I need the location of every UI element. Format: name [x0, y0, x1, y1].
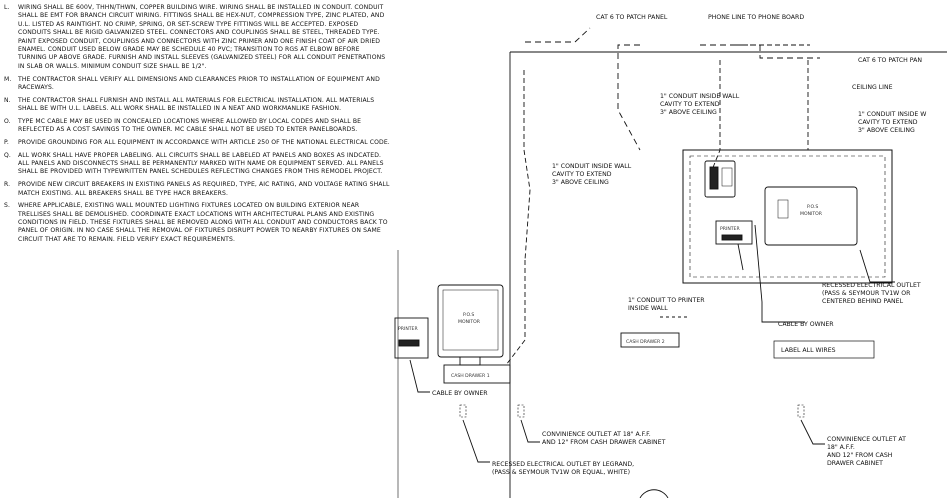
phone-icon	[704, 160, 736, 198]
pos-monitor-left-label-1: P.O.S	[463, 312, 474, 318]
note-letter: M.	[4, 75, 12, 83]
pos-monitor-right	[764, 186, 858, 246]
printer-right	[715, 220, 753, 245]
conv-mid-label-2: AND 12" FROM CASH DRAWER CABINET	[542, 439, 666, 446]
display-panel-inner	[689, 155, 886, 278]
outlet-left	[459, 404, 467, 418]
note-item: P. PROVIDE GROUNDING FOR ALL EQUIPMENT IN…	[2, 139, 390, 147]
recessed-bottom-label-2: (PASS & SEYMOUR TV1W OR EQUAL, WHITE)	[492, 469, 630, 476]
pos-monitor-right-label-1: P.O.S	[807, 204, 818, 210]
conduit-mid-label-2: CAVITY TO EXTEND	[660, 101, 720, 108]
note-text: THE CONTRACTOR SHALL FURNISH AND INSTALL…	[18, 96, 375, 113]
conduit-right-vertical	[807, 60, 818, 151]
pos-monitor-left-screen	[442, 289, 499, 351]
cable-owner-right-label: CABLE BY OWNER	[778, 321, 834, 328]
conduit-left-label-2: CAVITY TO EXTEND	[552, 171, 612, 178]
general-notes: L. WIRING SHALL BE 600V, THHN/THWN, COPPE…	[2, 4, 390, 249]
conduit-mid-label-3: 3" ABOVE CEILING	[660, 109, 717, 116]
note-item: L. WIRING SHALL BE 600V, THHN/THWN, COPPE…	[2, 4, 390, 71]
cash-drawer-1	[443, 364, 511, 384]
note-letter: R.	[4, 181, 11, 189]
note-text: PROVIDE NEW CIRCUIT BREAKERS IN EXISTING…	[18, 181, 390, 197]
note-text: TYPE MC CABLE MAY BE USED IN CONCEALED L…	[18, 117, 362, 134]
conduit-printer-label-2: INSIDE WALL	[628, 305, 668, 312]
note-text: ALL WORK SHALL HAVE PROPER LABELING. ALL…	[18, 151, 384, 176]
recessed-right-leader	[859, 249, 895, 283]
cash-drawer-2-label: CASH DRAWER 2	[626, 339, 665, 345]
note-item: M. THE CONTRACTOR SHALL VERIFY ALL DIMENS…	[2, 76, 390, 93]
outlet-behind-panel	[777, 199, 789, 219]
cat6-top-cable	[525, 27, 591, 43]
note-item: N. THE CONTRACTOR SHALL FURNISH AND INSTA…	[2, 97, 390, 114]
note-letter: L.	[4, 4, 10, 11]
label-all-wires-text: LABEL ALL WIRES	[781, 347, 836, 354]
conduit-left-lower	[505, 260, 526, 366]
note-letter: Q.	[4, 151, 11, 159]
recessed-right-label-3: CENTERED BEHIND PANEL	[822, 298, 904, 305]
pos-monitor-stand	[459, 356, 481, 366]
note-item: R. PROVIDE NEW CIRCUIT BREAKERS IN EXISTI…	[2, 181, 390, 198]
conv-right-label-3: AND 12" FROM CASH	[827, 452, 893, 459]
printer-right-cord	[737, 243, 744, 271]
cat6-top-label: CAT 6 TO PATCH PANEL	[596, 14, 668, 21]
phone-line-cable	[617, 44, 641, 151]
phone-keypad-icon	[721, 167, 733, 187]
printer-slot-left	[398, 339, 420, 347]
conduit-left-vertical	[523, 70, 531, 261]
phone-line-label: PHONE LINE TO PHONE BOARD	[708, 14, 804, 21]
note-text: WIRING SHALL BE 600V, THHN/THWN, COPPER …	[18, 4, 386, 70]
note-letter: P.	[4, 138, 9, 146]
note-item: S. WHERE APPLICABLE, EXISTING WALL MOUNTE…	[2, 202, 390, 244]
conv-right-label-1: CONVINIENCE OUTLET AT	[827, 436, 906, 443]
recessed-right-label-1: RECESSED ELECTRICAL OUTLET	[822, 282, 921, 289]
cash-drawer-2	[620, 332, 680, 348]
cable-owner-right-leader	[754, 224, 805, 323]
note-letter: S.	[4, 202, 11, 210]
outlet-mid	[517, 404, 525, 418]
cat6-right-label: CAT 6 TO PATCH PAN	[858, 57, 922, 64]
printer-right-label: PRINTER	[720, 226, 740, 232]
conduit-right-label-1: 1" CONDUIT INSIDE W	[858, 111, 926, 118]
note-text: WHERE APPLICABLE, EXISTING WALL MOUNTED …	[18, 202, 388, 243]
display-panel-frame	[682, 149, 893, 284]
detail-bubble	[639, 489, 669, 498]
note-text: THE CONTRACTOR SHALL VERIFY ALL DIMENSIO…	[18, 75, 380, 91]
conduit-right-label-2: CAVITY TO EXTEND	[858, 119, 918, 126]
phone-handset-icon	[709, 166, 719, 190]
conv-right-leader	[800, 419, 825, 445]
cable-owner-left-label: CABLE BY OWNER	[432, 390, 488, 397]
recessed-right-label-2: (PASS & SEYMOUR TV1W OR	[822, 290, 911, 297]
recessed-bottom-leader	[462, 419, 490, 463]
conv-mid-label-1: CONVINIENCE OUTLET AT 18" A.F.F.	[542, 431, 651, 438]
cable-owner-left-leader	[409, 359, 430, 393]
conduit-printer-label-1: 1" CONDUIT TO PRINTER	[628, 297, 705, 304]
printer-slot-right	[721, 234, 743, 241]
outlet-right	[797, 404, 805, 418]
printer-left	[394, 317, 429, 359]
note-letter: O.	[4, 117, 11, 125]
pos-monitor-right-label-2: MONITOR	[800, 211, 823, 217]
note-item: Q. ALL WORK SHALL HAVE PROPER LABELING. A…	[2, 152, 390, 177]
conduit-left-label-3: 3" ABOVE CEILING	[552, 179, 609, 186]
note-letter: N.	[4, 96, 11, 104]
label-all-wires-box	[773, 340, 875, 359]
ceiling-line-label: CEILING LINE	[852, 84, 893, 91]
cat6-right-cable	[700, 44, 820, 59]
note-text: PROVIDE GROUNDING FOR ALL EQUIPMENT IN A…	[18, 138, 390, 146]
recessed-bottom-label-1: RECESSED ELECTRICAL OUTLET BY LEGRAND,	[492, 461, 634, 468]
conv-mid-leader	[520, 419, 540, 443]
pos-monitor-left-label-2: MONITOR	[458, 319, 481, 325]
conduit-left-label-1: 1" CONDUIT INSIDE WALL	[552, 163, 632, 170]
note-item: O. TYPE MC CABLE MAY BE USED IN CONCEALED…	[2, 118, 390, 135]
printer-left-label: PRINTER	[398, 326, 418, 332]
conv-right-label-4: DRAWER CABINET	[827, 460, 883, 467]
cash-drawer-1-label: CASH DRAWER 1	[451, 373, 490, 379]
conduit-mid-label-1: 1" CONDUIT INSIDE WALL	[660, 93, 740, 100]
conduit-right-label-3: 3" ABOVE CEILING	[858, 127, 915, 134]
conv-right-label-2: 18" A.F.F.	[827, 444, 855, 451]
